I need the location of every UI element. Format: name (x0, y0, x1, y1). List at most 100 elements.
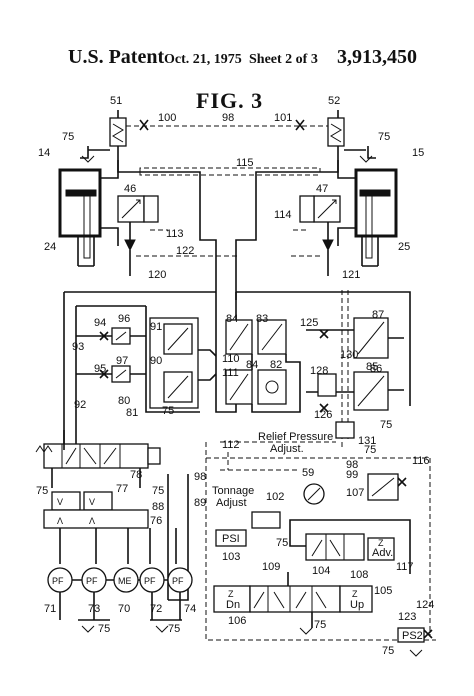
orifice-100 (139, 119, 149, 131)
label-124: 124 (416, 599, 434, 611)
pressure-switch-ps2 (397, 627, 425, 643)
label-75l: 75 (382, 645, 394, 657)
label-46: 46 (124, 183, 136, 195)
pump-73-label: PF (86, 576, 98, 586)
label-75c: 75 (162, 405, 174, 417)
label-89: 89 (194, 497, 206, 509)
label-75d: 75 (380, 419, 392, 431)
label-75k: 75 (314, 619, 326, 631)
label-92: 92 (74, 399, 86, 411)
up-label: Up (350, 599, 364, 611)
label-103: 103 (222, 551, 240, 563)
orifice-101 (295, 119, 305, 131)
label-83: 83 (256, 313, 268, 325)
label-84b: 84 (246, 359, 258, 371)
solenoid-dn (213, 585, 251, 613)
label-78: 78 (130, 469, 142, 481)
tonnage-label: Tonnage (212, 485, 254, 497)
pump-74-label: PF (172, 576, 184, 586)
line-115 (139, 172, 320, 176)
valve-46 (117, 195, 159, 223)
orifice-125 (319, 329, 329, 339)
orifice-126 (319, 403, 329, 413)
label-70: 70 (118, 603, 130, 615)
label-122: 122 (176, 245, 194, 257)
label-111: 111 (222, 367, 239, 379)
z-label-adv: Z (378, 538, 384, 548)
valve-82 (257, 369, 287, 405)
label-101: 101 (274, 112, 292, 124)
label-86: 86 (370, 363, 382, 375)
label-15: 15 (412, 147, 424, 159)
label-75h: 75 (276, 537, 288, 549)
label-80: 80 (118, 395, 130, 407)
label-75e: 75 (364, 444, 376, 456)
figure-title: FIG. 3 (196, 88, 264, 113)
label-97: 97 (116, 355, 128, 367)
label-106: 106 (228, 615, 246, 627)
label-125: 125 (300, 317, 318, 329)
patent-label: U.S. Patent (68, 46, 165, 68)
solenoid-up (339, 585, 373, 613)
label-75i: 75 (98, 623, 110, 635)
label-120: 120 (148, 269, 166, 281)
label-108: 108 (350, 569, 368, 581)
label-123: 123 (398, 611, 416, 623)
dn-label: Dn (226, 599, 240, 611)
pump-71-label: PF (52, 576, 64, 586)
psi-label: PSI (222, 533, 240, 545)
label-102: 102 (266, 491, 284, 503)
label-91: 91 (150, 321, 162, 333)
label-116: 116 (412, 455, 430, 467)
cylinder-15 (354, 168, 398, 267)
relief-pressure-label: Relief Pressure (258, 431, 333, 443)
label-117: 117 (396, 561, 414, 573)
label-88: 88 (152, 501, 164, 513)
label-76: 76 (150, 515, 162, 527)
label-105: 105 (374, 585, 392, 597)
label-72: 72 (150, 603, 162, 615)
valve-102 (251, 511, 281, 529)
adv-label: Adv. (372, 547, 393, 559)
label-99: 99 (346, 469, 358, 481)
caret-label-left: Λ (57, 516, 63, 526)
check-valve-128 (317, 373, 337, 397)
label-93: 93 (72, 341, 84, 353)
label-113: 113 (166, 228, 184, 240)
label-112: 112 (222, 439, 240, 451)
valve-104 (305, 533, 365, 561)
manifold-76 (43, 491, 149, 529)
label-59: 59 (302, 467, 314, 479)
patent-number: 3,913,450 (337, 46, 417, 68)
label-25: 25 (398, 241, 410, 253)
label-90: 90 (150, 355, 162, 367)
label-75b: 75 (378, 131, 390, 143)
label-95: 95 (94, 363, 106, 375)
label-104: 104 (312, 565, 330, 577)
label-107: 107 (346, 487, 364, 499)
label-14: 14 (38, 147, 50, 159)
label-81: 81 (126, 407, 138, 419)
label-82: 82 (270, 359, 282, 371)
ps2-label: PS2 (402, 630, 423, 642)
label-75f: 75 (36, 485, 48, 497)
v-label-right: V (89, 497, 95, 507)
patent-date: Oct. 21, 1975 (164, 52, 242, 67)
label-96: 96 (118, 313, 130, 325)
label-75j: 75 (168, 623, 180, 635)
label-84a: 84 (226, 313, 238, 325)
relief-valve-52 (327, 117, 345, 147)
label-94: 94 (94, 317, 106, 329)
label-52: 52 (328, 95, 340, 107)
label-128: 128 (310, 365, 328, 377)
valve-131 (335, 421, 355, 439)
z-label-up: Z (352, 589, 358, 599)
label-24: 24 (44, 241, 56, 253)
label-115: 115 (236, 157, 254, 169)
label-51: 51 (110, 95, 122, 107)
v-label-left: V (57, 497, 63, 507)
cylinder-14 (58, 168, 102, 267)
directional-valve-77 (35, 443, 161, 469)
label-75g: 75 (152, 485, 164, 497)
